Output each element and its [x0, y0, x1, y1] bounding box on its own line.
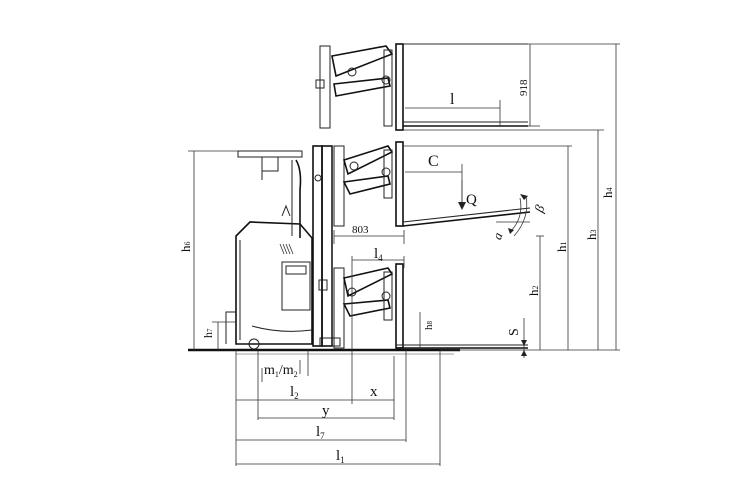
dim-l7: l7	[236, 424, 406, 441]
label-l4: l4	[374, 246, 383, 263]
dim-h6: h6	[178, 151, 195, 350]
dim-m1-m2: m1/m2	[261, 360, 301, 382]
label-l2: l2	[290, 384, 299, 401]
ground-line	[188, 348, 460, 355]
dim-h8: h8	[419, 312, 435, 348]
label-h8: h8	[423, 321, 435, 331]
dim-h1: h1	[554, 146, 569, 350]
label-h2: h2	[526, 286, 541, 297]
dim-h2: h2	[526, 235, 544, 350]
load-arrow-Q: Q	[458, 180, 477, 210]
grille	[279, 243, 294, 255]
label-Q: Q	[466, 192, 477, 208]
truck-body	[225, 150, 341, 350]
carriage-middle	[333, 141, 531, 227]
label-x: x	[370, 384, 378, 400]
label-C: C	[428, 153, 439, 170]
dim-x: x	[352, 384, 394, 401]
dim-l4: l4	[351, 246, 405, 350]
label-S: S	[507, 328, 522, 336]
carriage-lowered	[333, 263, 528, 349]
dim-load-center-C: C	[405, 153, 463, 204]
label-m1-m2: m1/m2	[264, 363, 298, 379]
label-l1: l1	[336, 448, 345, 465]
label-l7: l7	[316, 424, 325, 441]
tilt-angles: a β	[489, 194, 548, 242]
label-h1: h1	[554, 242, 569, 253]
label-h7: h7	[201, 328, 215, 338]
dim-y: y	[258, 403, 394, 419]
label-y: y	[322, 403, 330, 419]
extension-lines	[188, 43, 620, 351]
dim-803: 803	[333, 224, 405, 244]
label-918: 918	[518, 79, 530, 96]
dim-l2: l2	[236, 384, 352, 401]
dim-h7: h7	[201, 321, 236, 350]
label-a: a	[489, 230, 505, 242]
mast	[312, 145, 333, 347]
carriage-top	[315, 43, 528, 131]
label-beta: β	[531, 202, 548, 215]
dim-fork-length-l: l	[405, 91, 501, 126]
vertical-extension-lines	[235, 350, 441, 466]
dim-918: 918	[518, 44, 531, 126]
label-h6: h6	[178, 242, 193, 253]
label-h4: h4	[600, 188, 615, 199]
dim-h3: h3	[584, 130, 599, 350]
dim-l1: l1	[236, 448, 440, 465]
dim-h4: h4	[600, 44, 617, 350]
label-803: 803	[352, 224, 369, 236]
label-h3: h3	[584, 230, 599, 241]
label-l: l	[450, 91, 455, 108]
dim-S: S	[507, 318, 527, 358]
